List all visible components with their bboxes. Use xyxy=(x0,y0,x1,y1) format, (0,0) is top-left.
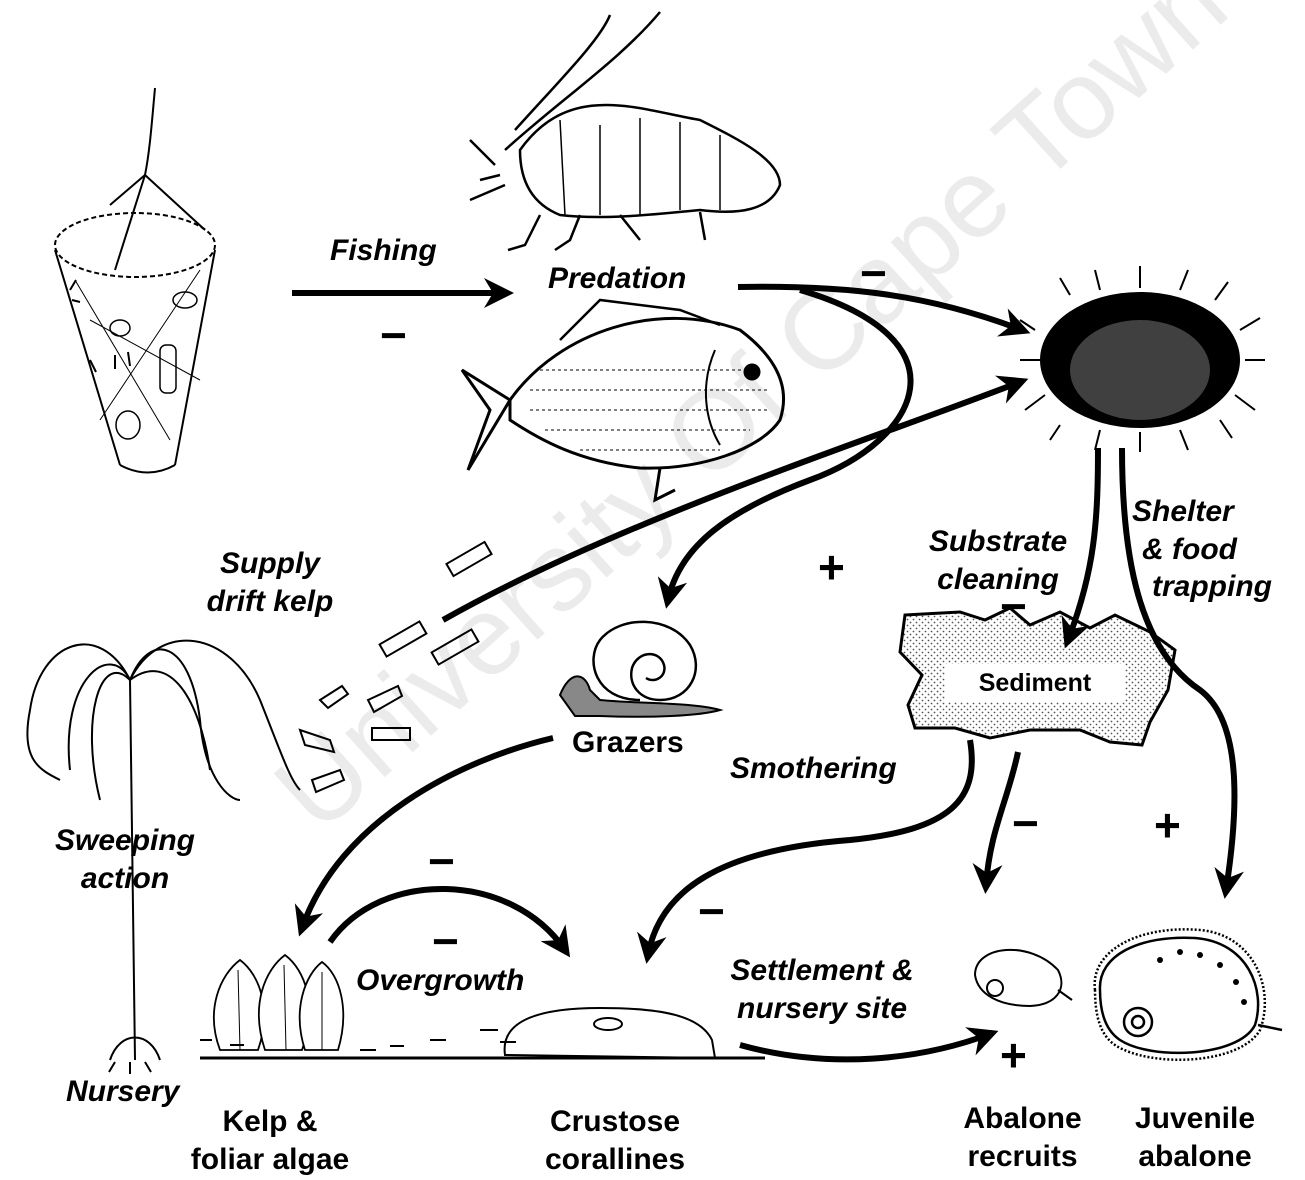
juvenile-line1: Juvenile xyxy=(1120,1100,1270,1138)
supply-line2: drift kelp xyxy=(195,583,345,621)
shelter-line3: trapping xyxy=(1132,568,1272,606)
rock-lobster-icon xyxy=(470,12,780,250)
smothering-sign: − xyxy=(698,888,725,934)
juvenile-abalone-icon xyxy=(1095,929,1282,1059)
kelp-line1: Kelp & xyxy=(190,1103,350,1141)
foliar-algae-icon xyxy=(214,955,343,1050)
crustose-line2: corallines xyxy=(530,1141,700,1179)
shelter-line2: & food xyxy=(1132,531,1272,569)
supply-drift-kelp-label: Supply drift kelp xyxy=(195,545,345,620)
overgrowth-bottom-sign: − xyxy=(432,918,459,964)
substrate-line2: cleaning xyxy=(908,561,1088,599)
drift-kelp-sign: + xyxy=(818,544,845,590)
abalone-recruit-icon xyxy=(975,950,1072,1006)
sediment-label: Sediment xyxy=(945,664,1125,702)
snail-icon xyxy=(560,622,720,717)
sweeping-action-label: Sweeping action xyxy=(40,822,210,897)
substrate-line1: Substrate xyxy=(908,523,1088,561)
trap-net-icon xyxy=(55,88,215,473)
predation-label: Predation xyxy=(548,260,686,298)
substrate-cleaning-label: Substrate cleaning xyxy=(908,523,1088,598)
shelter-label: Shelter & food trapping xyxy=(1132,493,1272,606)
nursery-label: Nursery xyxy=(66,1073,179,1111)
settlement-nursery-label: Settlement & nursery site xyxy=(712,952,932,1027)
fishing-label: Fishing xyxy=(330,232,437,270)
sea-urchin-icon xyxy=(1020,266,1265,452)
substrate-sign: − xyxy=(1000,583,1027,629)
settlement-arrow xyxy=(740,1034,990,1059)
sweeping-line1: Sweeping xyxy=(40,822,210,860)
smothering-label: Smothering xyxy=(730,750,897,788)
fishing-sign: − xyxy=(380,312,407,358)
kelp-line2: foliar algae xyxy=(190,1141,350,1179)
settlement-line2: nursery site xyxy=(712,990,932,1028)
crustose-corallines-label: Crustose corallines xyxy=(530,1103,700,1178)
abalone-recruits-label: Abalone recruits xyxy=(950,1100,1095,1175)
juvenile-abalone-label: Juvenile abalone xyxy=(1120,1100,1270,1175)
crustose-coralline-icon xyxy=(505,1008,715,1058)
settlement-sign: + xyxy=(1000,1032,1027,1078)
shelter-line1: Shelter xyxy=(1132,493,1272,531)
predation-sign: − xyxy=(860,250,887,296)
abalone-recruits-line1: Abalone xyxy=(950,1100,1095,1138)
shelter-sign: + xyxy=(1154,802,1181,848)
crustose-line1: Crustose xyxy=(530,1103,700,1141)
supply-line1: Supply xyxy=(195,545,345,583)
grazers-label: Grazers xyxy=(572,724,684,762)
overgrowth-label: Overgrowth xyxy=(356,962,524,1000)
sediment-recruits-sign: − xyxy=(1012,800,1039,846)
settlement-line1: Settlement & xyxy=(712,952,932,990)
juvenile-line2: abalone xyxy=(1120,1138,1270,1176)
kelp-foliar-algae-label: Kelp & foliar algae xyxy=(190,1103,350,1178)
abalone-recruits-line2: recruits xyxy=(950,1138,1095,1176)
sweeping-line2: action xyxy=(40,860,210,898)
overgrowth-top-sign: − xyxy=(428,838,455,884)
